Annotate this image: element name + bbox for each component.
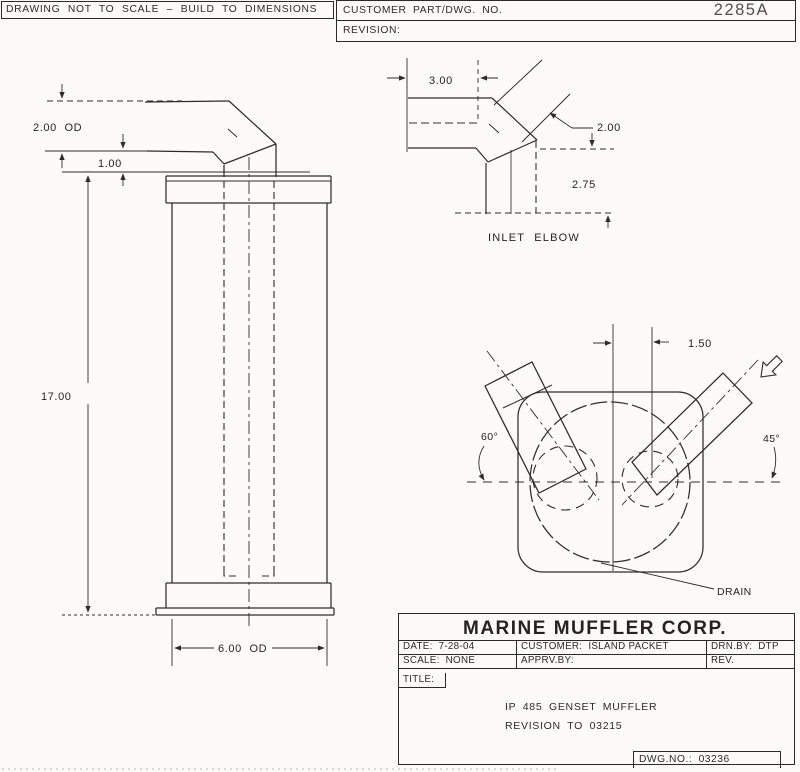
dim-elbow-inlet-length: 3.00 xyxy=(429,75,453,87)
dim-body-length: 17.00 xyxy=(41,391,72,403)
customer-value: ISLAND PACKET xyxy=(588,641,669,652)
customer-label: CUSTOMER: xyxy=(521,641,583,652)
dim-port-offset: 1.50 xyxy=(688,338,712,350)
scale-note-text: DRAWING NOT TO SCALE – BUILD TO DIMENSIO… xyxy=(6,4,318,15)
rev-label: REV. xyxy=(711,655,735,666)
revision-label: REVISION: xyxy=(343,25,401,36)
dwg-no-label: DWG.NO.: xyxy=(639,754,693,765)
drawing-title-text: IP 485 GENSET MUFFLER REVISION TO 03215 xyxy=(505,698,657,736)
company-header: MARINE MUFFLER CORP. xyxy=(399,614,794,641)
front-view: 2.00 OD 1.00 17.00 6.00 OD xyxy=(33,84,335,666)
flow-direction-arrow-icon xyxy=(760,355,783,378)
company-name-art: MARINE MUFFLER CORP. xyxy=(463,618,727,639)
customer-cell: CUSTOMER: ISLAND PACKET xyxy=(517,641,707,655)
top-view-dimension-lines xyxy=(478,339,777,590)
approved-by-label: APPRV.BY: xyxy=(521,655,574,666)
scale-label: SCALE: xyxy=(403,655,440,666)
dwg-no-box: DWG.NO.: 03236 xyxy=(633,751,781,768)
dwg-no-value: 03236 xyxy=(698,754,730,765)
title-row: TITLE: xyxy=(399,669,794,688)
title-block-main: IP 485 GENSET MUFFLER REVISION TO 03215 … xyxy=(399,684,794,768)
scale-cell: SCALE: NONE xyxy=(399,655,517,669)
customer-part-row: CUSTOMER PART/DWG. NO. 2285A xyxy=(336,0,796,21)
approved-by-cell: APPRV.BY: xyxy=(517,655,707,669)
date-cell: DATE: 7-28-04 xyxy=(399,641,517,655)
dim-inlet-od: 2.00 OD xyxy=(33,122,82,134)
title-block: MARINE MUFFLER CORP. DATE: 7-28-04 CUSTOM… xyxy=(398,613,795,768)
dim-elbow-outlet-od: 2.00 xyxy=(597,122,621,134)
drawn-by-value: DTP xyxy=(758,641,779,652)
front-view-dimension-lines xyxy=(45,84,328,666)
title-block-grid: DATE: 7-28-04 CUSTOMER: ISLAND PACKET DRN.… xyxy=(399,641,794,669)
dim-elbow-drop: 2.75 xyxy=(572,179,596,191)
top-view-centerlines xyxy=(467,324,786,571)
inlet-elbow-caption: INLET ELBOW xyxy=(488,232,580,244)
title-label: TITLE: xyxy=(399,673,446,688)
dim-body-od: 6.00 OD xyxy=(218,643,267,655)
inlet-elbow-linework xyxy=(408,59,571,214)
drawn-by-cell: DRN.BY: DTP xyxy=(707,641,794,655)
drawing-title: IP 485 GENSET MUFFLER xyxy=(505,701,658,713)
top-view-linework xyxy=(484,355,783,573)
part-number: 2285A xyxy=(713,1,769,19)
dim-left-port-angle: 60° xyxy=(481,431,498,443)
company-name: MARINE MUFFLER CORP. xyxy=(463,618,727,639)
inlet-elbow-view: 3.00 2.00 2.75 INLET ELBOW xyxy=(387,58,621,244)
scale-note: DRAWING NOT TO SCALE – BUILD TO DIMENSIO… xyxy=(1,1,334,19)
dim-inlet-height: 1.00 xyxy=(98,158,122,170)
drawn-by-label: DRN.BY: xyxy=(711,641,753,652)
inlet-elbow-dimension-lines xyxy=(387,58,614,228)
date-label: DATE: xyxy=(403,641,433,652)
revision-row: REVISION: xyxy=(336,21,796,42)
top-view: 1.50 60° 45° DRAIN xyxy=(467,324,786,598)
customer-part-label: CUSTOMER PART/DWG. NO. xyxy=(343,5,503,16)
scale-value: NONE xyxy=(445,655,476,666)
dim-right-port-angle: 45° xyxy=(763,433,780,445)
rev-cell: REV. xyxy=(707,655,794,669)
front-view-linework xyxy=(144,100,335,627)
drawing-subtitle: REVISION TO 03215 xyxy=(505,720,623,732)
drain-label: DRAIN xyxy=(717,586,752,598)
date-value: 7-28-04 xyxy=(438,641,475,652)
